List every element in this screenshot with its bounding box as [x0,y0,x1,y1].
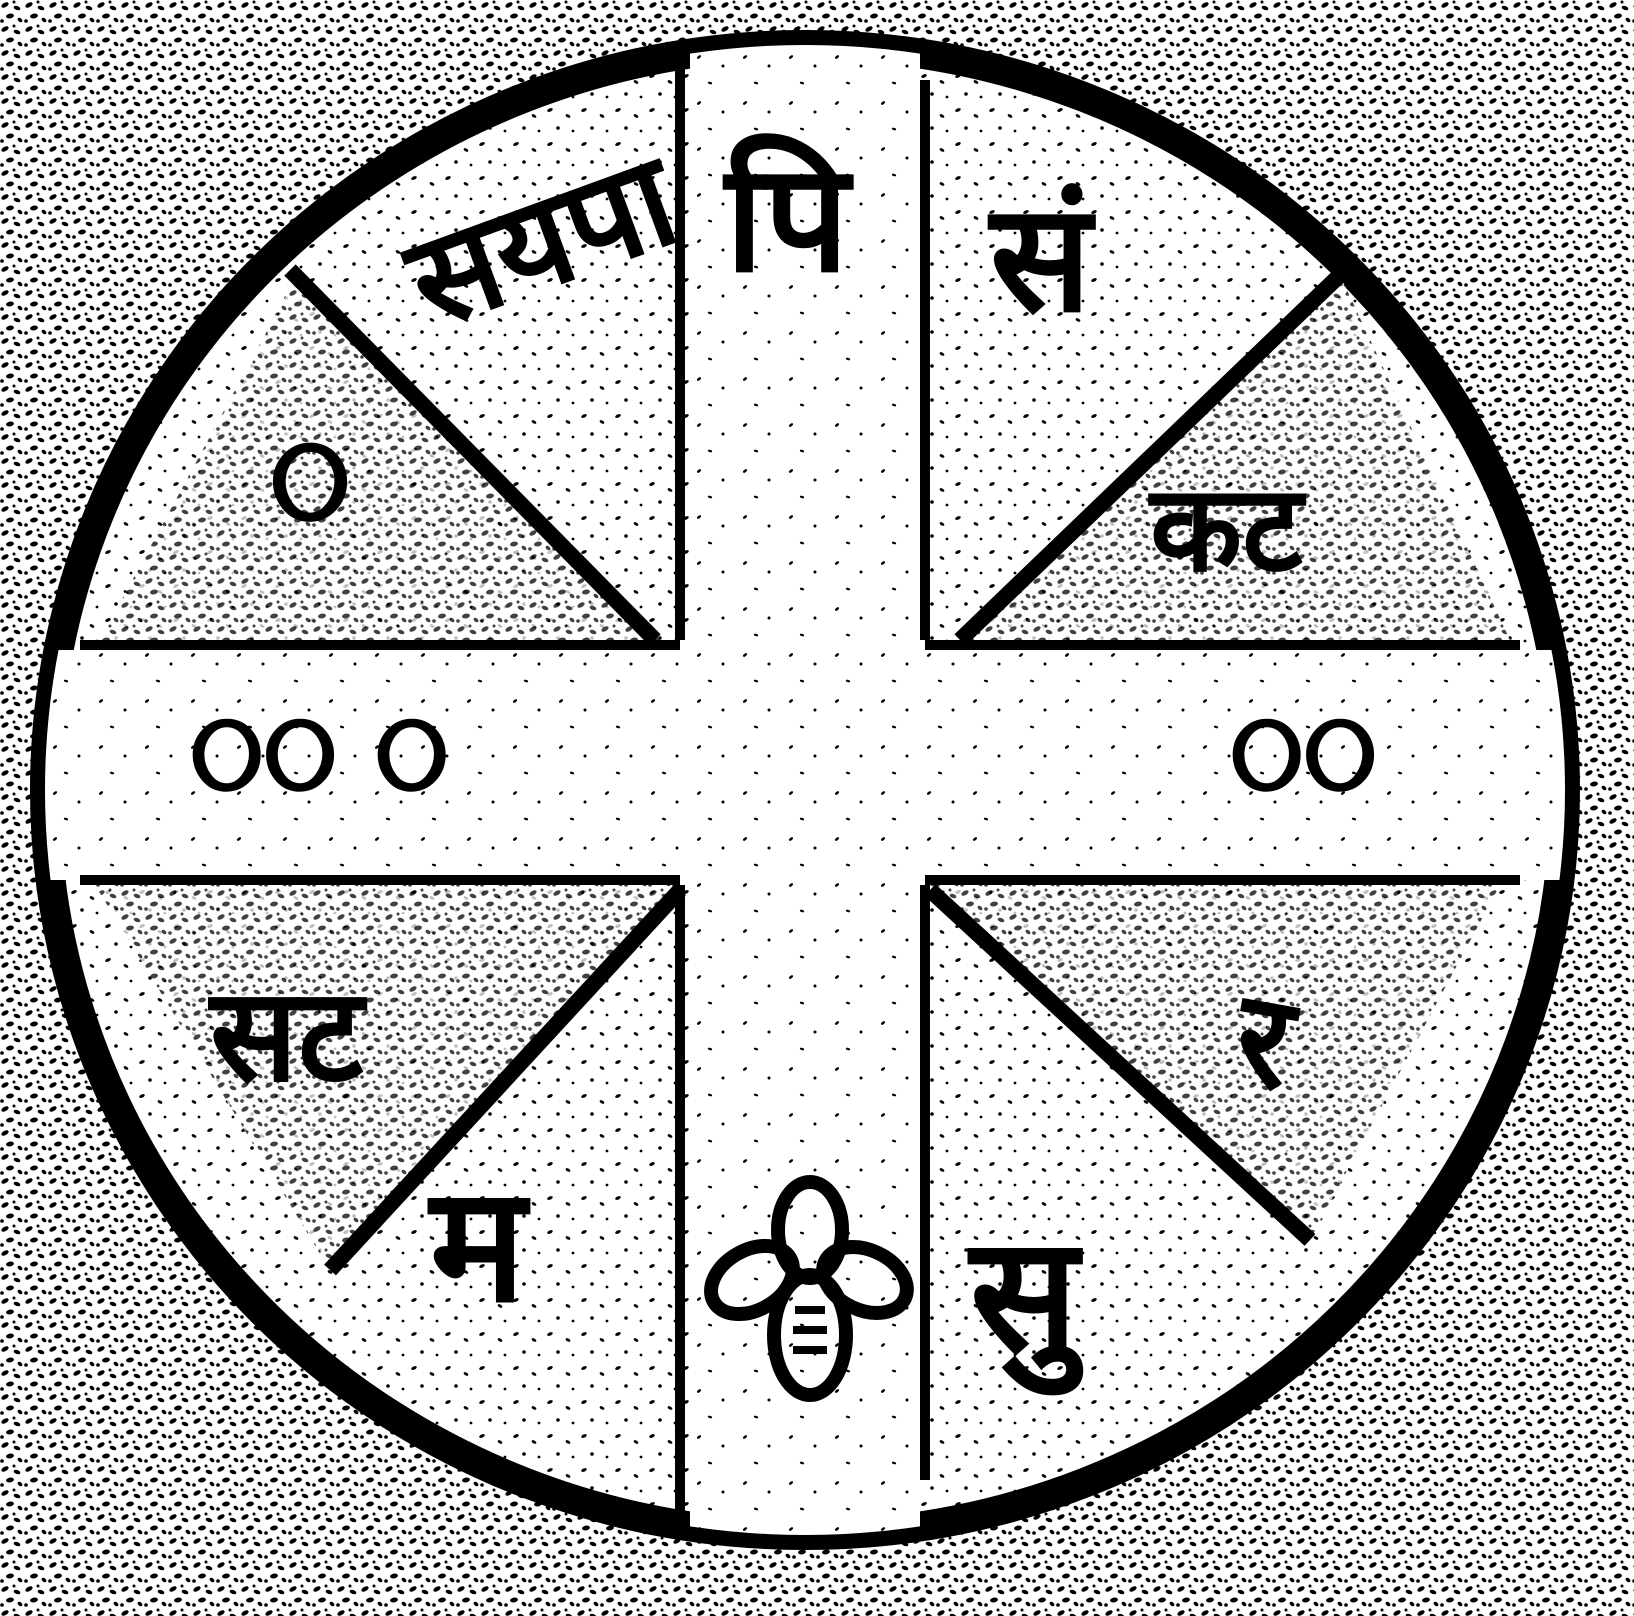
legend-top-center: पि [722,132,854,306]
legend-bottom-left-upper: सट [207,959,368,1111]
legend-top-right-upper: सं [987,172,1096,346]
legend-left-middle: ଠଠ ଠ [190,688,448,816]
legend-top-right-lower: कट [1148,460,1307,599]
legend-right-middle: ଠଠ [1230,688,1377,816]
legend-bottom-left-lower: म [427,1151,531,1338]
legend-top-left-lower: ଠ [270,410,350,549]
legend-bottom-right-lower: सु [967,1201,1084,1396]
